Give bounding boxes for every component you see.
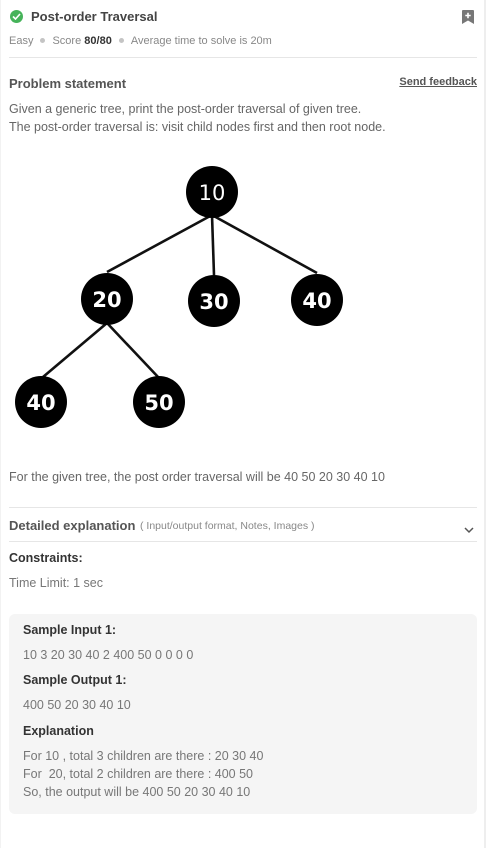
- problem-title: Post-order Traversal: [31, 9, 158, 24]
- tree-edge: [210, 214, 216, 276]
- problem-description: Given a generic tree, print the post-ord…: [9, 100, 386, 136]
- node-label: 30: [199, 290, 228, 314]
- tree-diagram: 10 20 30 40 40 50: [15, 166, 343, 428]
- node-label: 10: [199, 181, 226, 205]
- left-border: [0, 0, 1, 848]
- tree-node-child3: 40: [291, 274, 343, 326]
- solved-check-icon: [10, 10, 23, 23]
- explanation-line: For 20, total 2 children are there : 400…: [23, 767, 253, 781]
- score-label: Score: [52, 35, 82, 47]
- problem-statement-heading: Problem statement: [9, 76, 127, 91]
- traversal-example-note: For the given tree, the post order trave…: [9, 470, 385, 484]
- node-label: 50: [144, 391, 173, 415]
- sample-output-value: 400 50 20 30 40 10: [23, 698, 131, 712]
- sample-output-label: Sample Output 1:: [23, 673, 127, 687]
- sample-test-case: Sample Input 1: 10 3 20 30 40 2 400 50 0…: [9, 614, 477, 814]
- detailed-explanation-toggle[interactable]: Detailed explanation ( Input/output form…: [9, 507, 477, 542]
- detailed-explanation-title: Detailed explanation: [9, 518, 136, 533]
- node-label: 40: [302, 289, 331, 313]
- problem-statement-header: Problem statement Send feedback: [9, 76, 477, 92]
- separator-dot: [118, 38, 124, 44]
- tree-edges: [42, 213, 318, 379]
- problem-header: Post-order Traversal Easy Score 80/80 Aver…: [9, 8, 477, 58]
- explanation-label: Explanation: [23, 724, 94, 738]
- separator-dot: [40, 38, 46, 44]
- description-line: The post-order traversal is: visit child…: [9, 120, 386, 134]
- explanation-line: For 10 , total 3 children are there : 20…: [23, 749, 264, 763]
- tree-node-child1: 20: [81, 273, 133, 325]
- node-label: 20: [92, 288, 121, 312]
- tree-edge: [106, 322, 160, 379]
- sample-input-value: 10 3 20 30 40 2 400 50 0 0 0 0: [23, 648, 194, 662]
- node-label: 40: [26, 391, 55, 415]
- explanation-line: So, the output will be 400 50 20 30 40 1…: [23, 785, 251, 799]
- constraints-heading: Constraints:: [9, 551, 83, 565]
- tree-edge: [106, 213, 213, 274]
- average-time: Average time to solve is 20m: [130, 35, 272, 47]
- problem-meta: Easy Score 80/80 Average time to solve is …: [9, 35, 272, 47]
- bookmark-add-icon[interactable]: [462, 10, 474, 24]
- send-feedback-link[interactable]: Send feedback: [399, 76, 477, 88]
- sample-input-label: Sample Input 1:: [23, 623, 117, 637]
- detailed-explanation-subtitle: ( Input/output format, Notes, Images ): [140, 520, 315, 532]
- difficulty-label: Easy: [9, 35, 34, 47]
- tree-edge: [42, 322, 108, 378]
- score-value: 80/80: [84, 35, 112, 47]
- constraints-text: Time Limit: 1 sec: [9, 576, 104, 590]
- tree-node-root: 10: [186, 166, 238, 218]
- tree-edge: [211, 213, 318, 275]
- scrollbar-track[interactable]: [484, 0, 486, 848]
- chevron-down-icon[interactable]: [464, 521, 474, 534]
- tree-node-grandchild2: 50: [133, 376, 185, 428]
- tree-node-grandchild1: 40: [15, 376, 67, 428]
- description-line: Given a generic tree, print the post-ord…: [9, 102, 362, 116]
- tree-node-child2: 30: [188, 275, 240, 327]
